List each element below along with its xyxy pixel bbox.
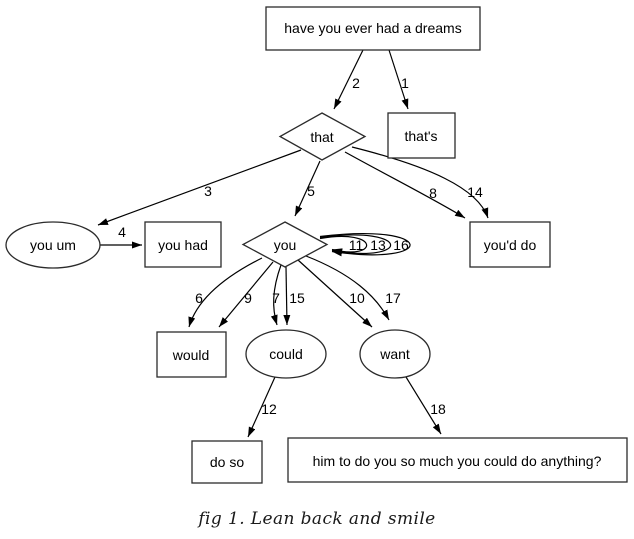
- edge-dreams-that: [333, 49, 364, 110]
- edge-that-youum: [97, 149, 302, 226]
- node-thats-label: that's: [404, 128, 437, 144]
- edge-that-you: [294, 160, 321, 217]
- node-would: would: [156, 331, 227, 378]
- edge-you-selfloop-1: [319, 235, 368, 256]
- node-that: that: [278, 112, 367, 161]
- edge-label: 10: [349, 290, 365, 306]
- node-you-diamond: [241, 221, 329, 268]
- node-youddo-label: you'd do: [484, 237, 537, 253]
- edge-label: 5: [307, 183, 315, 199]
- edge-label: 17: [385, 290, 401, 306]
- node-youum: you um: [5, 221, 101, 269]
- node-would-label: would: [172, 347, 210, 363]
- node-him: him to do you so much you could do anyth…: [287, 437, 628, 483]
- node-doso-label: do so: [210, 454, 244, 470]
- edge-label: 9: [244, 290, 252, 306]
- edge-that-youddo-a: [344, 151, 466, 219]
- node-you-label: you: [274, 237, 297, 253]
- edge-you-would-b: [218, 261, 274, 328]
- edge-you-selfloop-2: [319, 234, 392, 256]
- node-doso: do so: [191, 440, 263, 484]
- node-could: could: [245, 329, 327, 379]
- node-could-ellipse: [245, 329, 327, 379]
- node-youddo-box: [469, 221, 551, 268]
- node-youhad-box: [144, 221, 222, 268]
- node-you: you: [241, 221, 329, 268]
- edge-label: 6: [195, 290, 203, 306]
- node-could-label: could: [269, 346, 302, 362]
- edge-you-selfloop-3: [319, 233, 411, 257]
- node-want-ellipse: [359, 329, 431, 379]
- edge-label: 15: [289, 290, 305, 306]
- edge-you-could-a: [270, 264, 282, 326]
- edge-label: 4: [118, 224, 126, 240]
- edge-label: 7: [272, 290, 280, 306]
- node-would-box: [156, 331, 227, 378]
- edge-you-want-b: [305, 255, 390, 321]
- node-him-label: him to do you so much you could do anyth…: [313, 453, 602, 469]
- node-thats: that's: [387, 112, 456, 159]
- edge-label: 14: [467, 184, 483, 200]
- node-that-diamond: [278, 112, 367, 161]
- figure-caption: fig 1. Lean back and smile: [196, 509, 435, 529]
- edge-label: 13: [370, 237, 386, 253]
- edge-label: 18: [430, 401, 446, 417]
- edge-you-could-b: [283, 266, 291, 326]
- node-youhad-label: you had: [158, 237, 208, 253]
- edge-label: 2: [352, 75, 360, 91]
- edge-label: 3: [204, 183, 212, 199]
- node-want: want: [359, 329, 431, 379]
- node-youddo: you'd do: [469, 221, 551, 268]
- edge-label: 16: [393, 237, 409, 253]
- edge-label: 12: [261, 401, 277, 417]
- node-dreams-label: have you ever had a dreams: [284, 20, 461, 36]
- node-him-box: [287, 437, 628, 483]
- node-youhad: you had: [144, 221, 222, 268]
- edge-that-youddo-b: [351, 146, 489, 219]
- edge-you-want-a: [297, 259, 373, 328]
- node-thats-box: [387, 112, 456, 159]
- node-want-label: want: [379, 346, 410, 362]
- edge-want-him: [405, 376, 442, 435]
- edge-could-doso: [247, 376, 276, 438]
- edge-dreams-thats: [388, 49, 409, 110]
- edge-label: 11: [349, 237, 364, 253]
- node-youum-ellipse: [5, 221, 101, 269]
- node-youum-label: you um: [30, 237, 76, 253]
- node-dreams: have you ever had a dreams: [265, 6, 481, 51]
- node-that-label: that: [310, 129, 333, 145]
- edge-label: 1: [401, 75, 409, 91]
- edge-label: 8: [429, 185, 437, 201]
- edge-you-would-a: [188, 257, 263, 328]
- node-dreams-box: [265, 6, 481, 51]
- node-doso-box: [191, 440, 263, 484]
